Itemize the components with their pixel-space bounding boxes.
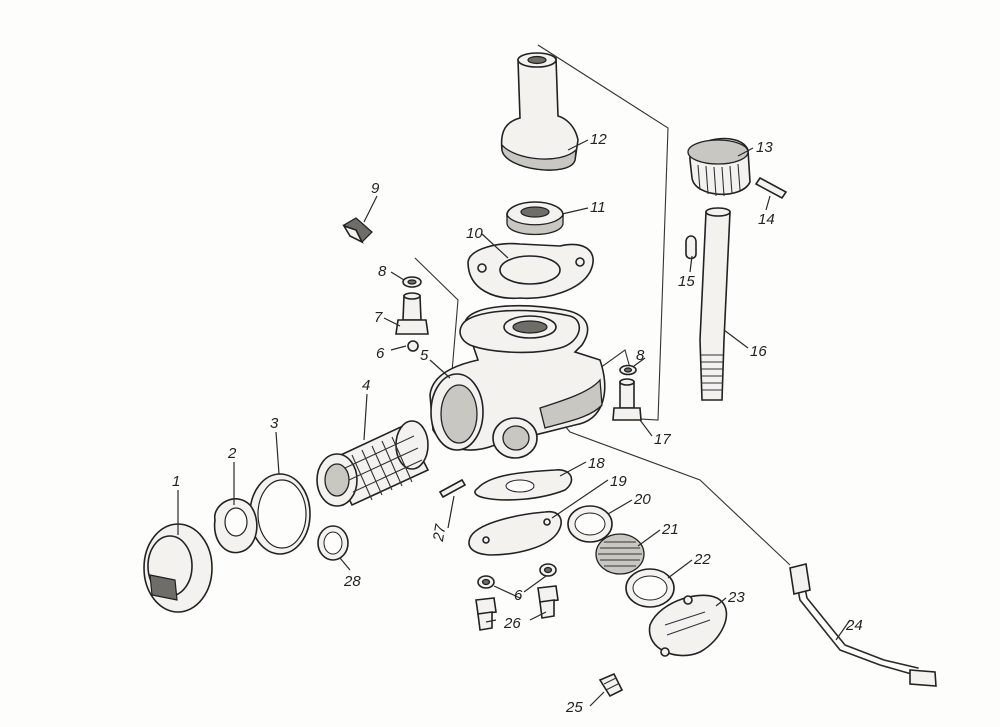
part-24-pipe [789,563,937,687]
label-2: 2 [227,445,237,462]
label-5: 5 [420,347,429,364]
label-27: 27 [430,523,450,544]
leader-lines [177,139,851,707]
part-6-ring-left [407,340,419,352]
part-25-clip [598,672,624,698]
part-19-cover-plate [468,510,562,556]
assembly-guide-lines [414,44,791,566]
part-8-washer-right [619,364,637,376]
label-21: 21 [661,521,679,538]
label-6: 6 [376,345,385,362]
part-21-screen [595,533,645,575]
label-24: 24 [845,617,863,634]
part-18-gasket [474,469,573,501]
part-1-end-cap [143,523,213,613]
label-8: 8 [378,263,387,280]
part-22-ring [625,568,675,608]
label-15: 15 [678,273,695,290]
part-23-cover [648,594,728,657]
label-28: 28 [343,573,361,590]
part-7-bolt [395,292,429,335]
part-4-strainer [316,420,430,507]
label-13: 13 [756,139,773,156]
part-15-key [685,235,697,260]
label-10: 10 [466,225,483,242]
part-5-housing [429,304,606,459]
label-19: 19 [610,473,627,490]
label-22: 22 [693,551,711,568]
label-16: 16 [750,343,767,360]
label-1: 1 [172,473,180,490]
label-20: 20 [633,491,651,508]
part-28-seal [317,525,349,561]
label-26: 26 [503,615,521,632]
part-9-plug [342,217,373,244]
label-3: 3 [270,415,279,432]
label-11: 11 [590,199,606,216]
part-26-bolts [475,585,559,631]
label-18: 18 [588,455,605,472]
part-14-pin [754,176,788,200]
label-9: 9 [371,180,380,197]
label-14: 14 [758,211,775,228]
part-13-gear [687,137,751,197]
label-17: 17 [654,431,671,448]
part-27-pin [438,478,467,499]
label-7: 7 [374,309,383,326]
part-16-shaft [699,207,731,401]
part-20-ring [567,505,613,543]
label-4: 4 [362,377,370,394]
part-10-gasket [467,242,594,300]
part-6-rings-bottom [477,563,557,589]
part-labels: 1 2 3 4 5 6 7 8 9 10 11 12 13 14 15 16 1… [172,131,863,716]
part-17-bolt [612,378,642,421]
label-25: 25 [565,699,583,716]
label-6b: 6 [514,587,523,604]
part-2-lock-washer [213,498,258,554]
label-23: 23 [727,589,745,606]
part-8-washer-left [402,276,422,288]
part-3-oring [249,473,311,555]
label-12: 12 [590,131,607,148]
label-8b: 8 [636,347,645,364]
part-11-bearing [506,201,564,236]
part-12-bushing-housing [500,52,579,171]
